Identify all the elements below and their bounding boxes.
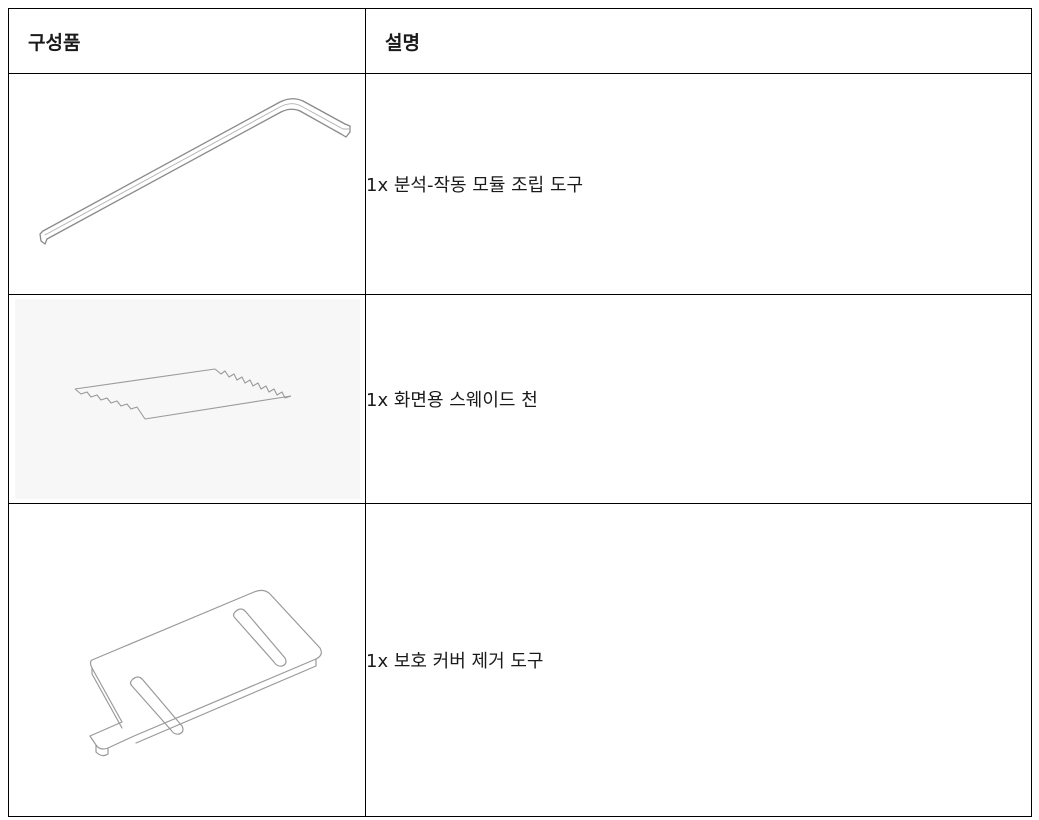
components-table: 구성품 설명 1x 분석-작동 모듈 조립 도구	[8, 8, 1032, 817]
component-image-cell	[8, 73, 366, 295]
component-description: 1x 분석-작동 모듈 조립 도구	[365, 73, 1032, 295]
component-description: 1x 화면용 스웨이드 천	[365, 294, 1032, 504]
table-row: 1x 화면용 스웨이드 천	[8, 294, 1032, 504]
component-image-cell	[8, 503, 366, 817]
component-image-cell	[8, 294, 366, 504]
header-description: 설명	[365, 8, 1032, 74]
table-header-row: 구성품 설명	[8, 8, 1032, 74]
cover-removal-tool-icon	[89, 589, 322, 757]
component-description: 1x 보호 커버 제거 도구	[365, 503, 1032, 817]
table-row: 1x 보호 커버 제거 도구	[8, 503, 1032, 817]
table-row: 1x 분석-작동 모듈 조립 도구	[8, 73, 1032, 295]
hex-key-icon	[39, 98, 351, 245]
suede-cloth-icon	[14, 299, 360, 499]
header-component: 구성품	[8, 8, 366, 74]
